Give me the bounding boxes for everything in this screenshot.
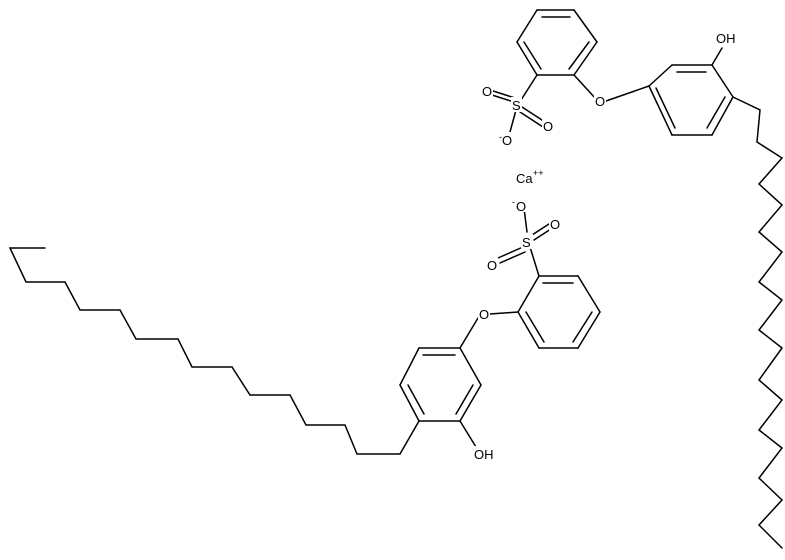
svg-text:O: O <box>479 307 489 322</box>
top-sulfonate-oxygen-2: O <box>542 118 554 134</box>
bottom-sulfonate-benzene-ring <box>517 275 601 349</box>
top-ether-oxygen-label: O <box>594 93 606 109</box>
svg-text:-: - <box>499 132 502 142</box>
svg-text:S: S <box>512 98 521 113</box>
bottom-sulfonate-oxygen-2: O <box>549 216 561 232</box>
top-molecule: OH O S O O O - <box>481 9 784 549</box>
bottom-molecule: O - O S O O OH <box>8 196 601 462</box>
bottom-sulfonate-oxygen-1: O <box>486 257 498 273</box>
svg-text:S: S <box>522 235 531 250</box>
svg-text:O: O <box>543 119 553 134</box>
top-sulfonate-oxygen-1: O <box>481 83 493 99</box>
svg-text:O: O <box>502 133 512 148</box>
svg-text:++: ++ <box>533 168 544 178</box>
bottom-phenol-benzene-ring <box>399 347 482 422</box>
top-phenol-benzene-ring <box>648 64 734 136</box>
svg-text:Ca: Ca <box>516 171 533 186</box>
top-sulfur-label: S <box>511 97 522 113</box>
top-sulfonate-benzene-ring <box>516 9 598 76</box>
bottom-hydroxyl-label: OH <box>473 446 497 462</box>
calcium-ion: Ca ++ <box>516 168 544 186</box>
top-sulfonate-oxygen-minus: O - <box>499 132 516 148</box>
svg-text:OH: OH <box>716 31 736 46</box>
svg-text:O: O <box>550 217 560 232</box>
svg-text:O: O <box>482 84 492 99</box>
svg-text:O: O <box>595 94 605 109</box>
top-alkyl-chain <box>732 96 784 549</box>
svg-text:O: O <box>516 199 526 214</box>
top-hydroxyl-label: OH <box>715 30 739 46</box>
bottom-ether-oxygen-label: O <box>478 306 490 322</box>
bottom-alkyl-chain <box>8 247 420 455</box>
svg-text:-: - <box>512 197 515 207</box>
bottom-sulfonate-oxygen-minus: O - <box>512 196 528 214</box>
bottom-sulfur-label: S <box>521 234 533 250</box>
svg-text:O: O <box>487 258 497 273</box>
svg-text:OH: OH <box>474 447 494 462</box>
